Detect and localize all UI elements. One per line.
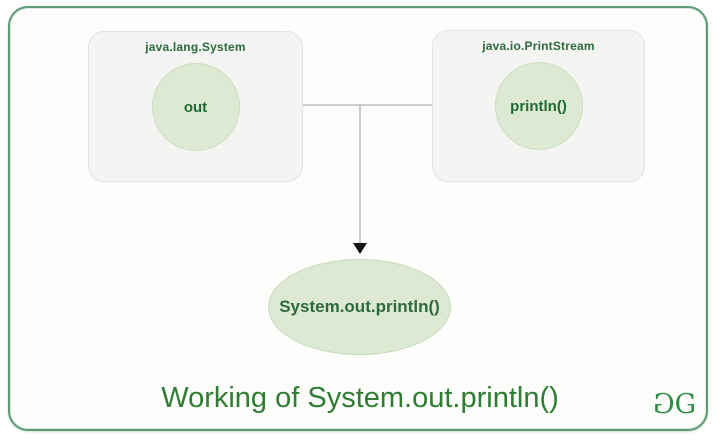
member-circle-println: println() xyxy=(494,62,583,150)
result-label: System.out.println() xyxy=(279,297,440,316)
member-circle-out: out xyxy=(151,63,240,151)
member-label-println: println() xyxy=(510,97,567,115)
connector-horizontal-line xyxy=(303,104,432,106)
geeksforgeeks-logo: GG xyxy=(656,389,697,420)
result-ellipse: System.out.println() xyxy=(268,259,451,355)
connector-vertical-line xyxy=(359,104,361,245)
arrowhead-down-icon xyxy=(353,243,367,254)
class-box-printstream-title: java.io.PrintStream xyxy=(482,39,595,53)
logo-g-glyph: G xyxy=(674,389,697,420)
diagram-caption: Working of System.out.println() xyxy=(161,382,559,414)
logo-mirrored-g-glyph: G xyxy=(656,389,675,420)
member-label-out: out xyxy=(183,98,208,116)
class-box-system-title: java.lang.System xyxy=(145,40,246,54)
class-box-system: java.lang.System out xyxy=(88,31,303,182)
class-box-printstream: java.io.PrintStream println() xyxy=(432,30,645,182)
